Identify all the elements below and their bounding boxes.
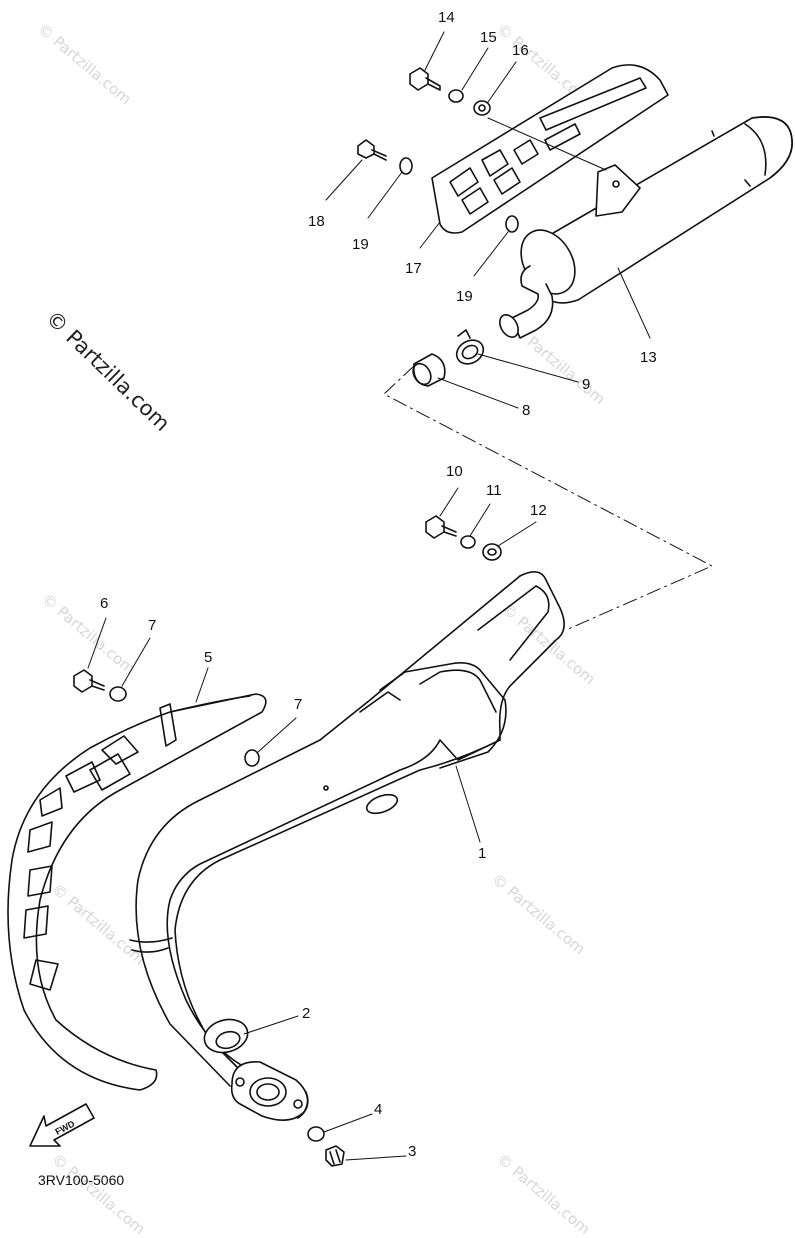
washer-7a [109, 686, 127, 702]
washer-16 [473, 100, 491, 116]
callout-17: 17 [405, 260, 422, 277]
callout-4: 4 [374, 1101, 382, 1118]
exhaust-diagram: © Partzilla.com © Partzilla.com © Partzi… [7, 9, 793, 1238]
washer-4 [307, 1126, 325, 1142]
exhaust-pipe [129, 571, 565, 1121]
callout-3: 3 [408, 1143, 416, 1160]
bolt-6 [73, 669, 105, 693]
joint-gasket [412, 353, 446, 387]
bolt-18 [357, 139, 387, 161]
washer-19b [505, 215, 519, 233]
callout-15: 15 [480, 29, 497, 46]
callout-16: 16 [512, 42, 529, 59]
washer-19a [399, 157, 413, 175]
callout-8: 8 [522, 402, 530, 419]
diagram-code: 3RV100-5060 [38, 1172, 125, 1188]
callout-12: 12 [530, 502, 547, 519]
callout-6: 6 [100, 595, 108, 612]
callout-10: 10 [446, 463, 463, 480]
gasket-2 [203, 1018, 249, 1054]
washer-11 [460, 535, 476, 549]
callout-2: 2 [302, 1005, 310, 1022]
callout-9: 9 [582, 376, 590, 393]
callout-13: 13 [640, 349, 657, 366]
callout-1: 1 [478, 845, 486, 862]
callout-19: 19 [352, 236, 369, 253]
heat-guard-upper [431, 64, 669, 234]
heat-guard-lower [7, 693, 267, 1091]
callout-19: 19 [456, 288, 473, 305]
bolt-14 [409, 67, 441, 91]
clamp [455, 329, 485, 365]
bolt-10 [425, 515, 457, 539]
callout-14: 14 [438, 9, 455, 26]
callout-18: 18 [308, 213, 325, 230]
callout-7: 7 [294, 696, 302, 713]
fwd-arrow-icon: FWD [29, 1103, 95, 1147]
washer-15 [448, 89, 464, 103]
washer-12 [482, 543, 502, 561]
callout-7: 7 [148, 617, 156, 634]
callouts: 14 15 16 18 19 17 19 13 9 8 10 11 12 6 7… [100, 9, 657, 1160]
bolt-3 [325, 1145, 345, 1167]
muffler [499, 116, 793, 339]
callout-11: 11 [486, 482, 502, 499]
parts-drawing: FWD 14 15 16 18 19 17 19 13 9 8 10 11 12… [7, 9, 793, 1167]
callout-5: 5 [204, 649, 212, 666]
washer-7b [244, 749, 260, 767]
